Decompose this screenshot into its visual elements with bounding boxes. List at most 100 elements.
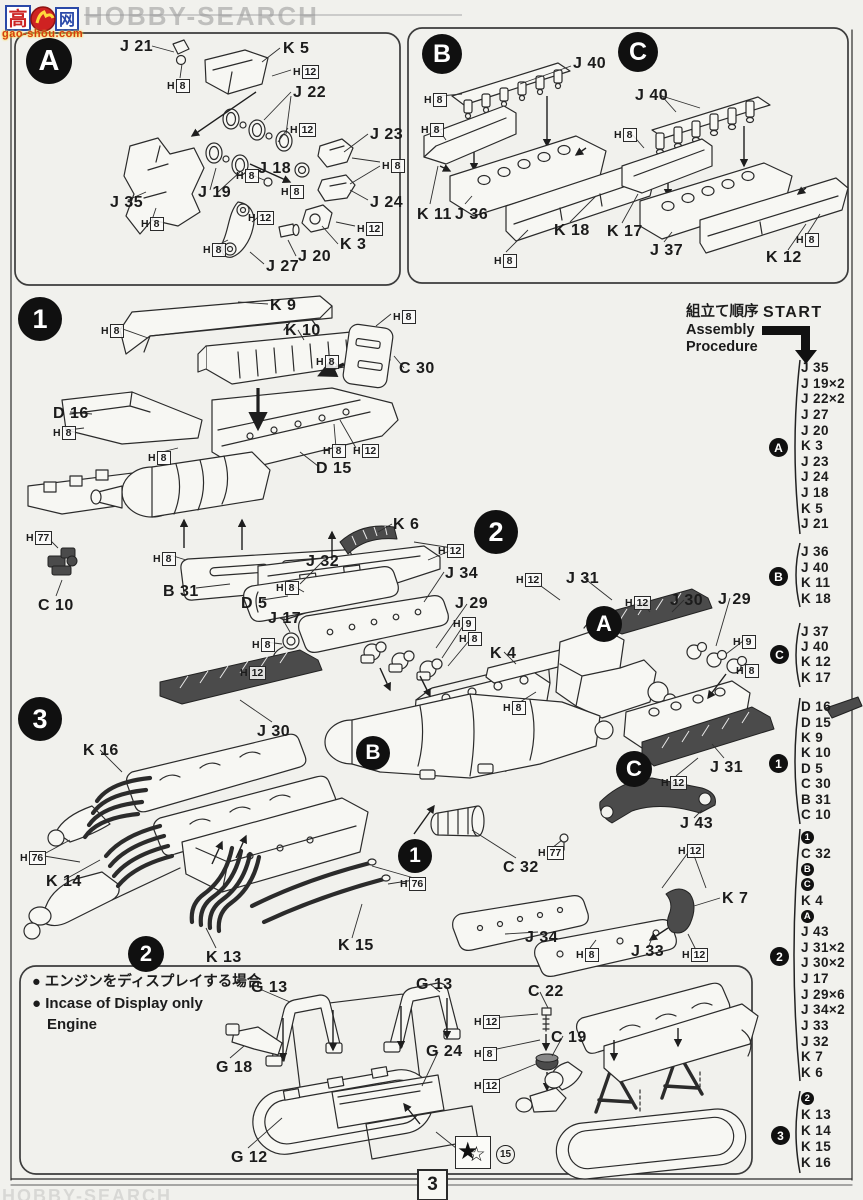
part-callout: J 31: [566, 570, 600, 587]
part-callout: J 36: [455, 206, 489, 223]
display-note-en2: Engine: [47, 1016, 98, 1033]
diagram-badge-1: 1: [18, 297, 62, 341]
part-callout: K 15: [338, 937, 374, 954]
procedure-item: C 32: [801, 845, 832, 861]
part-callout: G 18: [216, 1059, 253, 1076]
part-callout: C 19: [551, 1029, 587, 1046]
part-callout: J 29: [455, 595, 489, 612]
diagram-badge-a: A: [586, 606, 622, 642]
part-callout: C 22: [528, 983, 564, 1000]
part-callout: J 34: [525, 929, 559, 946]
procedure-badge-b: B: [769, 567, 788, 586]
diagram-badge-b: B: [422, 34, 462, 74]
watermark-logo: [5, 5, 79, 32]
procedure-item: K 13: [801, 1107, 832, 1123]
part-callout: J 40: [573, 55, 607, 72]
procedure-item: D 5: [801, 760, 824, 776]
part-callout: C 32: [503, 859, 539, 876]
procedure-item: J 20: [801, 422, 829, 438]
part-callout: K 17: [607, 223, 643, 240]
part-callout: J 17: [268, 610, 302, 627]
procedure-item: K 16: [801, 1155, 832, 1170]
diagram-badge-c: C: [616, 751, 652, 787]
section-a-illustration: [123, 39, 356, 258]
start-arrow: [762, 326, 817, 364]
part-callout: D 16: [53, 405, 89, 422]
display-note: ● エンジンをディスプレイする場合 ● Incase of Display on…: [32, 972, 261, 1035]
watermark-banner: HOBBY-SEARCH: [84, 1, 319, 31]
diagram-badge-b: B: [356, 736, 390, 770]
procedure-item: K 18: [801, 590, 832, 606]
part-callout: K 7: [722, 890, 749, 907]
procedure-item: C 30: [801, 776, 832, 792]
procedure-item: J 18: [801, 485, 829, 501]
part-callout: D 15: [316, 460, 352, 477]
assembly-procedure-title-jp: 組立て順序: [686, 304, 759, 320]
procedure-item-badge-ref: 1: [801, 831, 814, 845]
procedure-item: J 19×2: [801, 375, 846, 391]
procedure-badge-2: 2: [770, 947, 789, 966]
start-label: START: [763, 304, 823, 321]
part-callout: K 6: [393, 516, 420, 533]
page-number: 3: [417, 1169, 448, 1200]
part-callout: J 33: [631, 943, 665, 960]
procedure-item-badge-ref: B: [801, 862, 814, 876]
procedure-item: A: [801, 908, 863, 924]
part-callout: J 30: [670, 592, 704, 609]
part-callout: K 10: [285, 322, 321, 339]
diagram-badge-2: 2: [474, 510, 518, 554]
star-outline-icon: ☆: [467, 1143, 486, 1166]
part-callout: J 31: [710, 759, 744, 776]
procedure-item: C: [801, 877, 863, 893]
part-callout: K 11: [417, 206, 452, 223]
part-callout: J 35: [110, 194, 144, 211]
part-callout: K 4: [490, 645, 517, 662]
procedure-item: K 4: [801, 892, 824, 908]
procedure-item: K 3: [801, 438, 824, 454]
procedure-item: B 31: [801, 791, 832, 807]
assembly-procedure-title: 組立て順序 Assembly Procedure: [686, 304, 759, 357]
procedure-item: 2: [801, 1091, 863, 1107]
diagram-badge-c: C: [618, 32, 658, 72]
part-callout: K 13: [206, 949, 242, 966]
part-callout: G 13: [251, 979, 288, 996]
procedure-item: J 34×2: [801, 1002, 846, 1018]
procedure-item: K 12: [801, 654, 832, 670]
procedure-item: J 43: [801, 924, 829, 940]
procedure-item: K 7: [801, 1049, 824, 1065]
procedure-item: K 17: [801, 669, 832, 685]
assembly-procedure-title-en1: Assembly: [686, 321, 755, 338]
procedure-item: J 30×2: [801, 955, 846, 971]
procedure-item-badge-ref: 2: [801, 1092, 814, 1106]
procedure-item: J 17: [801, 971, 829, 987]
part-callout: J 21: [120, 38, 154, 55]
